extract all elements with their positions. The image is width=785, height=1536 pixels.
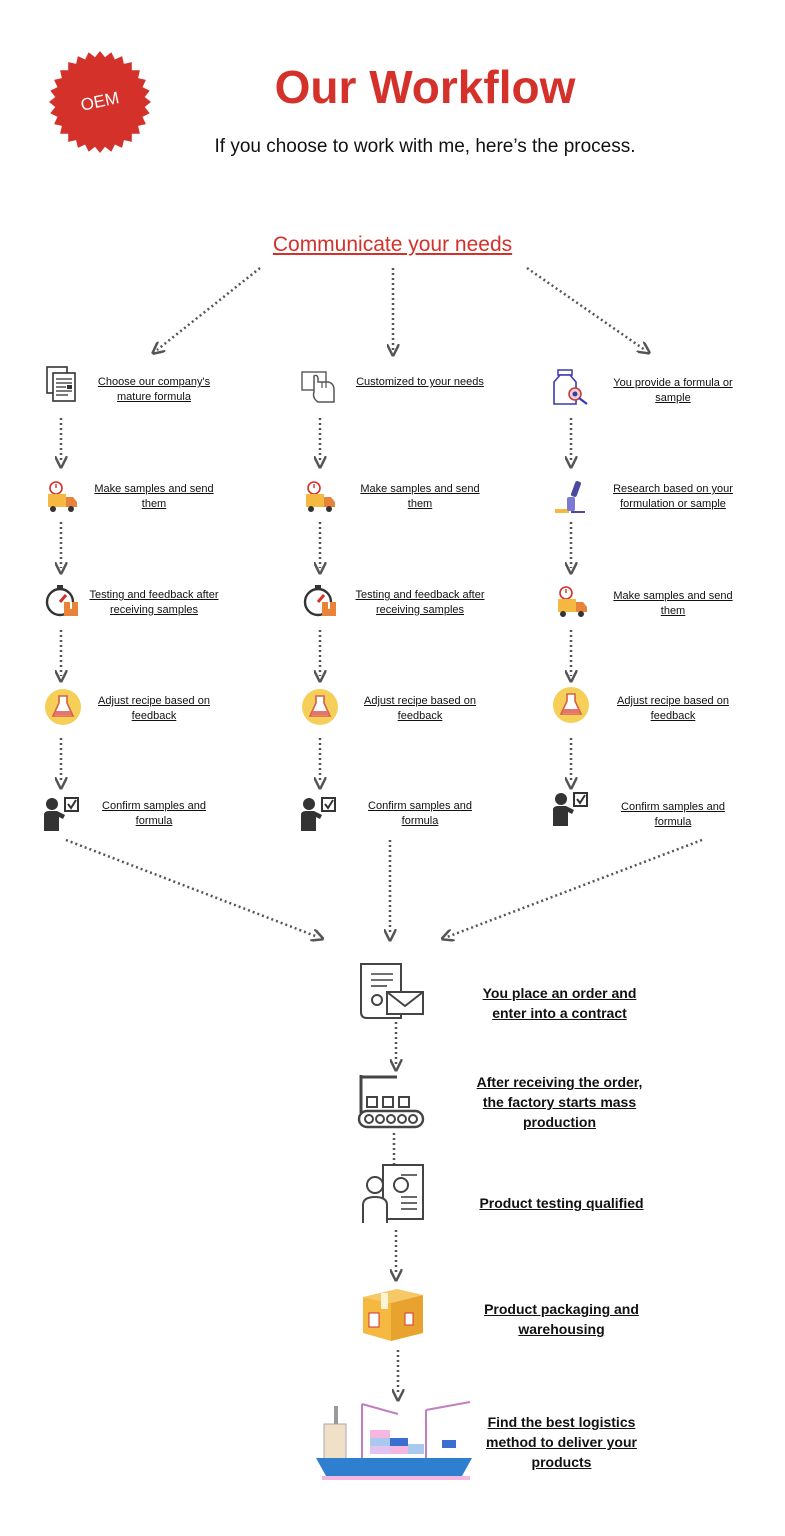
- oem-seal: [49, 51, 151, 153]
- final-step5-label[interactable]: Find the best logistics method to delive…: [486, 1414, 637, 1470]
- documents-icon: [46, 366, 76, 402]
- hand-card-icon: [301, 371, 335, 403]
- col2-step2-label[interactable]: Make samples and send them: [360, 483, 480, 510]
- factory-conveyor-icon: [357, 1075, 425, 1129]
- col1-step1-label[interactable]: Choose our company's mature formula: [97, 376, 211, 403]
- inspector-document-icon: [362, 1164, 424, 1223]
- cardboard-box-icon: [363, 1289, 423, 1341]
- stopwatch-box-icon: [45, 585, 78, 617]
- contract-envelope-icon: [360, 963, 424, 1019]
- col3-step5-label[interactable]: Confirm samples and formula: [621, 801, 725, 828]
- final-step2-label[interactable]: After receiving the order, the factory s…: [476, 1074, 643, 1130]
- page-subtitle: If you choose to work with me, here’s th…: [214, 136, 636, 157]
- flask-icon: [302, 689, 338, 725]
- col2-step5-label[interactable]: Confirm samples and formula: [368, 800, 472, 827]
- start-node-link[interactable]: Communicate your needs: [272, 233, 513, 256]
- col1-step5-label[interactable]: Confirm samples and formula: [102, 800, 206, 827]
- col3-step4-label[interactable]: Adjust recipe based on feedback: [617, 695, 729, 722]
- col1-step2-label[interactable]: Make samples and send them: [94, 483, 214, 510]
- col1-step3-label[interactable]: Testing and feedback after receiving sam…: [89, 589, 219, 616]
- col2-step1-label[interactable]: Customized to your needs: [356, 376, 484, 388]
- col3-step3-label[interactable]: Make samples and send them: [613, 590, 733, 617]
- col2-step3-label[interactable]: Testing and feedback after receiving sam…: [355, 589, 485, 616]
- flask-icon: [45, 689, 81, 725]
- person-checklist-icon: [553, 792, 588, 826]
- person-checklist-icon: [44, 797, 79, 831]
- flask-icon: [553, 687, 589, 723]
- col1-step4-label[interactable]: Adjust recipe based on feedback: [98, 695, 210, 722]
- bottle-magnifier-icon: [553, 369, 588, 405]
- cargo-ship-icon: [316, 1401, 472, 1480]
- microscope-icon: [555, 481, 585, 513]
- final-step3-label[interactable]: Product testing qualified: [479, 1195, 644, 1211]
- stopwatch-box-icon: [303, 585, 336, 617]
- col2-step4-label[interactable]: Adjust recipe based on feedback: [364, 695, 476, 722]
- person-checklist-icon: [301, 797, 336, 831]
- delivery-truck-icon: [48, 481, 77, 512]
- page-title: Our Workflow: [274, 61, 576, 113]
- col3-step2-label[interactable]: Research based on your formulation or sa…: [613, 483, 733, 510]
- final-step1-label[interactable]: You place an order and enter into a cont…: [482, 985, 637, 1021]
- delivery-truck-icon: [558, 586, 587, 617]
- final-step4-label[interactable]: Product packaging and warehousing: [484, 1301, 639, 1337]
- col3-step1-label[interactable]: You provide a formula or sample: [613, 377, 733, 404]
- delivery-truck-icon: [306, 481, 335, 512]
